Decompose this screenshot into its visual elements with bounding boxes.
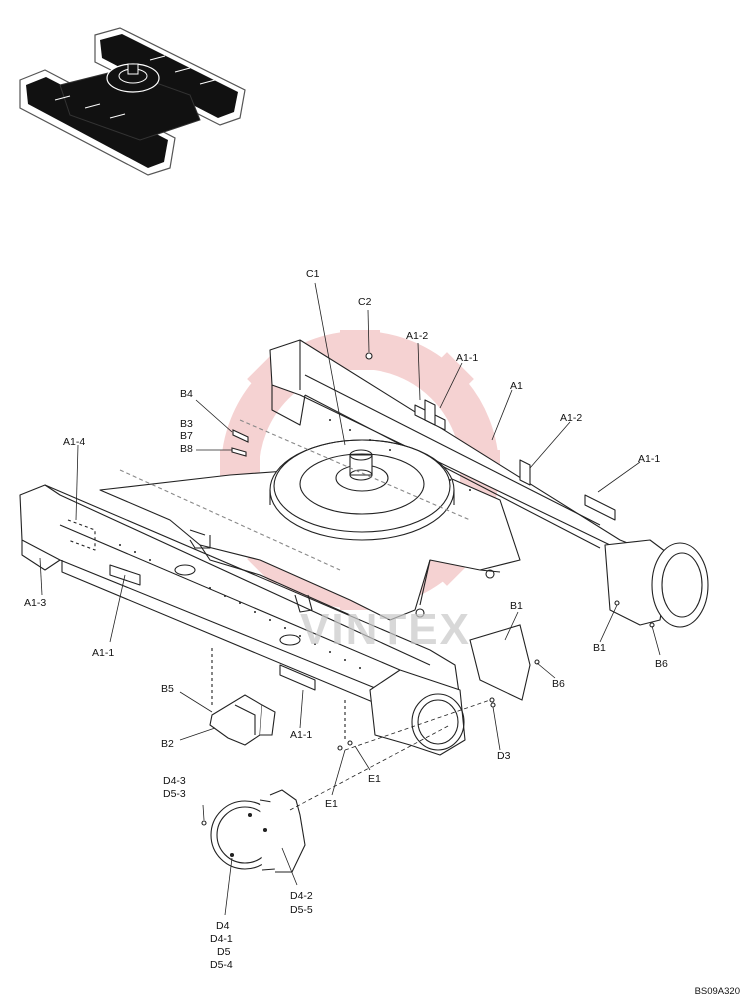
label-a1-1-bottom: A1-1	[290, 729, 313, 741]
label-b3: B3	[180, 418, 193, 430]
label-a1-1-left: A1-1	[92, 647, 115, 659]
label-d5: D5	[217, 946, 231, 958]
label-b7: B7	[180, 430, 193, 442]
label-a1-4: A1-4	[63, 436, 86, 448]
drawing-code: BS09A320	[694, 986, 740, 997]
label-a1: A1	[510, 380, 523, 392]
leader-lines	[39, 282, 661, 916]
label-c2: C2	[358, 296, 372, 308]
label-b5: B5	[161, 683, 174, 695]
label-b6-right: B6	[655, 658, 668, 670]
label-d4-3: D4-3	[163, 775, 186, 787]
label-d4-2: D4-2	[290, 890, 313, 902]
label-d5-3: D5-3	[163, 788, 186, 800]
label-c1: C1	[306, 268, 320, 280]
watermark-text: VINTEX	[300, 605, 471, 654]
label-d3: D3	[497, 750, 511, 762]
label-a1-1-top: A1-1	[456, 352, 479, 364]
label-a1-2-top: A1-2	[406, 330, 429, 342]
label-b1-top: B1	[510, 600, 523, 612]
label-a1-3: A1-3	[24, 597, 47, 609]
label-e1-left: E1	[325, 798, 338, 810]
label-d5-5: D5-5	[290, 904, 313, 916]
label-d5-4: D5-4	[210, 959, 233, 971]
bolt-pattern	[119, 419, 471, 669]
label-b1-right: B1	[593, 642, 606, 654]
label-d4-1: D4-1	[210, 933, 233, 945]
label-b2: B2	[161, 738, 174, 750]
label-a1-1-right: A1-1	[638, 453, 661, 465]
label-b6-mid: B6	[552, 678, 565, 690]
label-b8: B8	[180, 443, 193, 455]
label-b4: B4	[180, 388, 193, 400]
thumbnail-overview	[19, 27, 246, 176]
label-d4: D4	[216, 920, 230, 932]
label-e1-right: E1	[368, 773, 381, 785]
track-frame	[19, 339, 709, 756]
label-a1-2-mid: A1-2	[560, 412, 583, 424]
